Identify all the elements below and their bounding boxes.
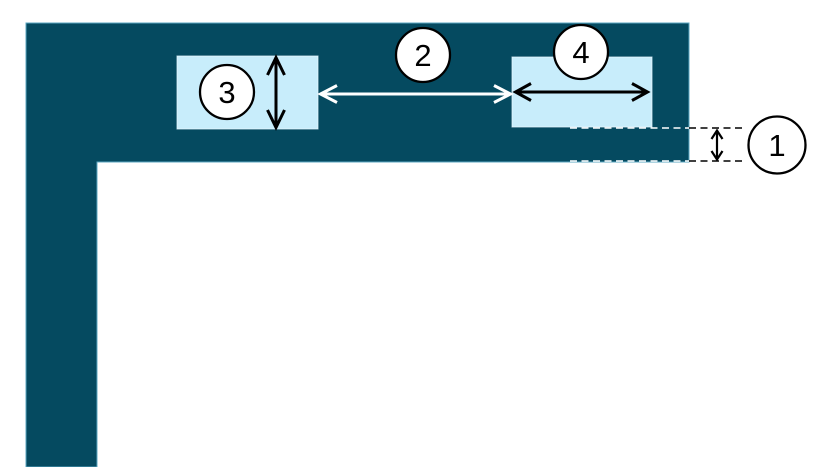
- l-shaped-band: [25, 22, 690, 467]
- box-width-arrow: [512, 82, 651, 102]
- arrowhead-up-icon: [266, 54, 286, 76]
- arrowhead-right-icon: [493, 84, 514, 104]
- callout-1-circle: [747, 115, 807, 175]
- callout-2: 2: [394, 26, 452, 84]
- band-margin-arrow: [710, 128, 724, 162]
- arrowhead-up-icon: [710, 128, 724, 140]
- callout-1-label: 1: [768, 128, 785, 163]
- callout-4-circle: [552, 23, 610, 81]
- callout-3: 3: [198, 63, 256, 121]
- callout-4-label: 4: [572, 35, 589, 70]
- callout-3-circle: [198, 63, 256, 121]
- arrowhead-left-icon: [512, 82, 532, 102]
- callout-2-label: 2: [414, 38, 431, 73]
- box-spacing-arrow: [317, 84, 514, 104]
- callout-4: 4: [552, 23, 610, 81]
- arrowhead-left-icon: [317, 84, 338, 104]
- box-height-arrow: [266, 54, 286, 131]
- callout-2-circle: [394, 26, 452, 84]
- arrowhead-down-icon: [710, 150, 724, 162]
- callout-3-label: 3: [218, 75, 235, 110]
- extension-lines: [570, 127, 743, 162]
- arrowhead-down-icon: [266, 109, 286, 131]
- callout-1: 1: [747, 115, 807, 175]
- arrowhead-right-icon: [631, 82, 651, 102]
